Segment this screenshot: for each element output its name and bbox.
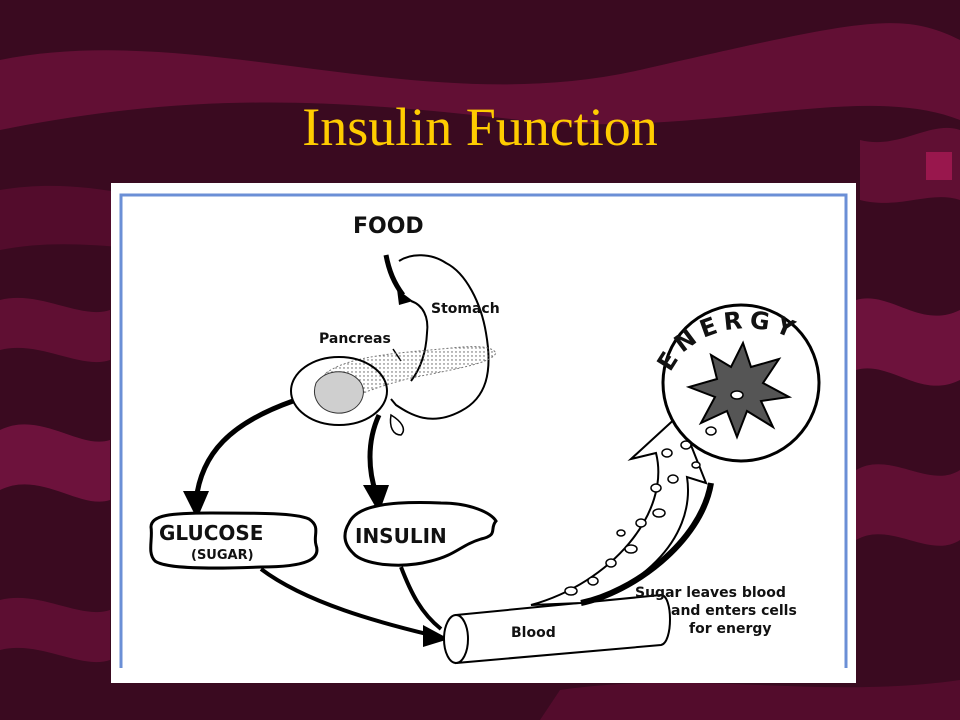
slide-title: Insulin Function [302,97,658,157]
blood-label: Blood [511,625,556,641]
insulin-label: INSULIN [355,524,447,548]
insulin-diagram: FOOD Stomach Pancreas GLUCOSE [119,193,848,668]
arrow-to-glucose [193,398,294,502]
stomach-label: Stomach [431,301,500,317]
note-line-1: Sugar leaves blood [635,585,786,601]
insulin-blob [343,501,498,567]
diagram-frame [119,193,848,668]
glucose-blob [149,511,319,570]
blood-vessel [455,593,671,665]
note-line-2: and enters cells [671,603,797,619]
pancreas-label: Pancreas [319,331,391,347]
arrow-to-insulin [367,413,382,494]
sugar-label: (SUGAR) [191,548,254,563]
diagram-panel: FOOD Stomach Pancreas GLUCOSE [111,183,856,683]
pancreas-circle [290,356,388,426]
food-label: FOOD [353,214,424,239]
energy-burst [685,340,793,440]
arrow-glucose-to-blood [259,567,432,637]
note-line-3: for energy [689,621,772,637]
arrow-insulin-to-blood [399,566,443,631]
stomach-shape [390,254,490,420]
arrow-to-energy [530,413,708,606]
glucose-label: GLUCOSE [159,521,263,545]
sugar-droplets [564,440,701,596]
